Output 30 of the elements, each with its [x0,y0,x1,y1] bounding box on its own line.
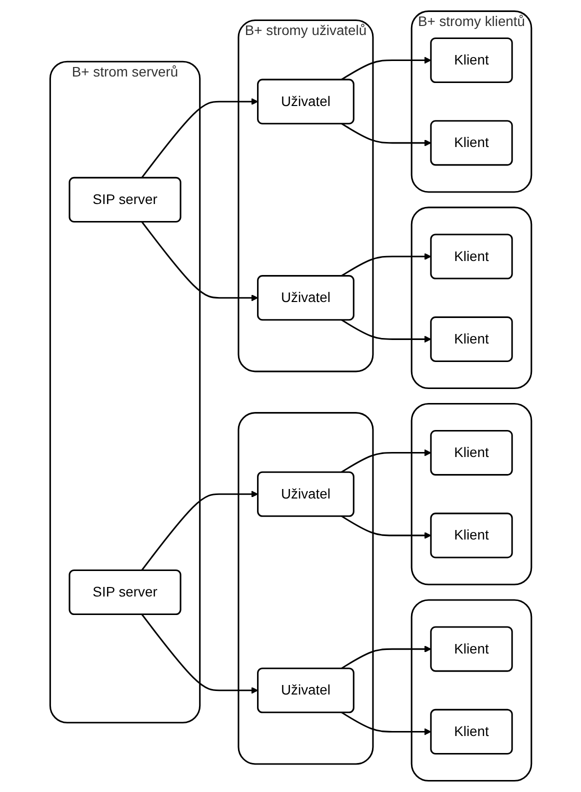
arrow [340,646,431,670]
arrow [340,516,431,539]
node-box: Klient [430,708,513,755]
node-box: SIP server [68,176,182,223]
node-box: Uživatel [256,275,354,321]
arrow [140,614,258,694]
arrow [340,56,431,80]
node-box: Klient [430,626,513,672]
node-box: Klient [430,430,513,476]
arrow [140,221,258,302]
node-box: Uživatel [256,471,354,517]
arrow [340,122,431,146]
node-box: Klient [430,316,513,362]
arrow [340,253,431,276]
node-box: Klient [430,512,513,558]
arrow [140,98,258,178]
cluster [410,599,532,782]
node-box: SIP server [68,569,182,616]
arrow [340,712,431,736]
arrow [340,449,431,473]
cluster [237,412,374,765]
node-box: Uživatel [256,78,354,124]
cluster [410,206,532,390]
node-box: Klient [430,120,513,166]
node-box: Klient [430,234,513,280]
node-box: Uživatel [256,668,354,714]
arrow [340,319,431,343]
cluster [410,402,532,586]
arrow [140,490,258,571]
node-box: Klient [430,37,513,84]
